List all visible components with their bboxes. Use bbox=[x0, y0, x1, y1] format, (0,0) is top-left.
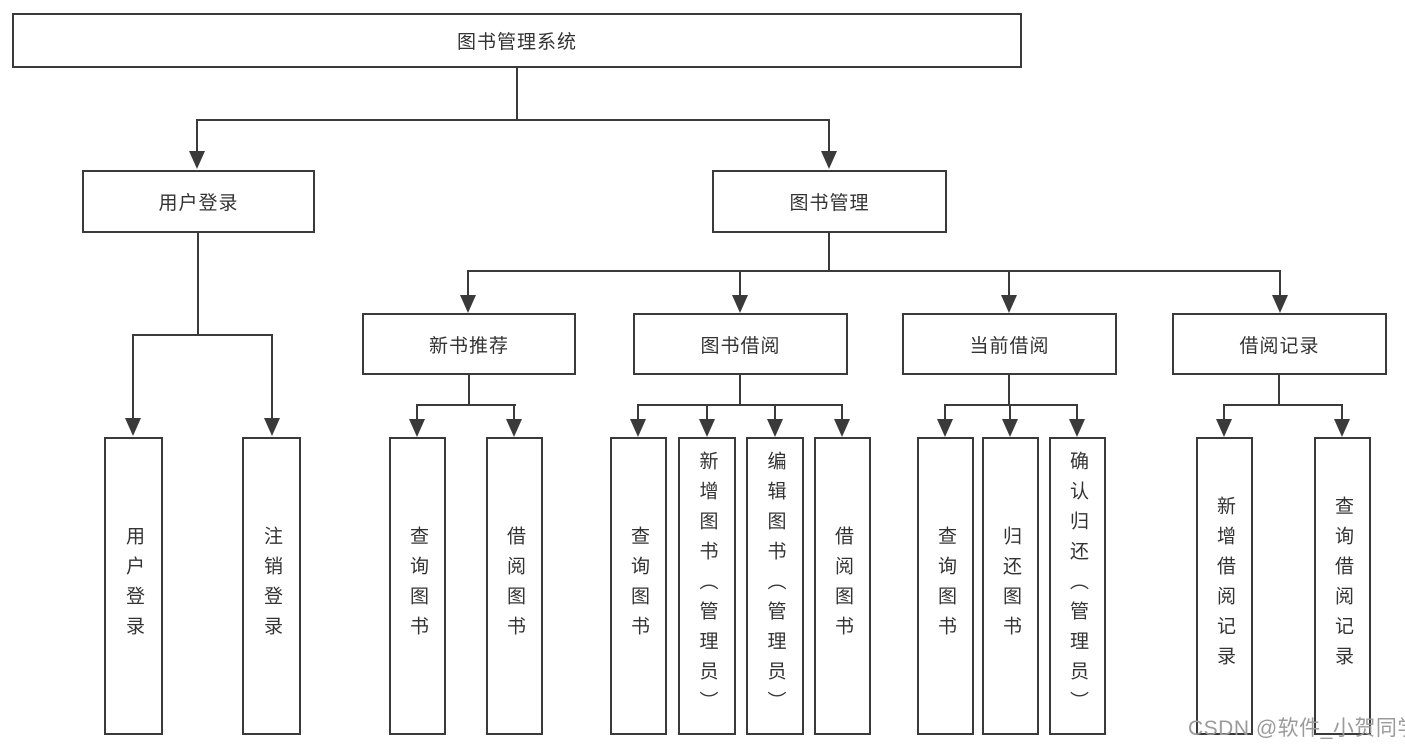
arrowhead-leaf bbox=[699, 419, 715, 437]
arrowhead-book-borrow bbox=[732, 295, 748, 313]
connector-book-management-stem bbox=[828, 233, 830, 272]
connector-leaf-line bbox=[944, 404, 946, 420]
node-user-login: 用户登录 bbox=[82, 170, 315, 233]
connector-to-current-borrow bbox=[1008, 270, 1010, 297]
leaf-add-borrow-record: 新增借阅记录 bbox=[1196, 437, 1253, 735]
leaf-user-login: 用户登录 bbox=[104, 437, 163, 735]
connector-root-to-book-management bbox=[828, 119, 830, 153]
leaf-borrow-books-recommend: 借阅图书 bbox=[486, 437, 543, 735]
arrowhead-leaf bbox=[409, 419, 425, 437]
node-root-label: 图书管理系统 bbox=[456, 32, 577, 53]
leaf-borrow-books-label: 借阅图书 bbox=[832, 526, 853, 646]
node-book-borrow-label: 图书借阅 bbox=[700, 335, 781, 357]
connector-borrow-record-splitter bbox=[1223, 404, 1343, 406]
connector-to-borrow-record bbox=[1279, 270, 1281, 297]
connector-user-login-stem bbox=[197, 233, 199, 335]
connector-leaf-line bbox=[1341, 404, 1343, 420]
connector-to-leaf-logout bbox=[271, 334, 273, 420]
connector-leaf-line bbox=[513, 404, 515, 420]
connector-new-book-recommend-splitter bbox=[416, 404, 516, 406]
leaf-query-books-current-label: 查询图书 bbox=[935, 526, 956, 646]
connector-current-borrow-stem bbox=[1008, 375, 1010, 406]
arrowhead-leaf bbox=[1002, 419, 1018, 437]
leaf-query-books-recommend: 查询图书 bbox=[389, 437, 446, 735]
arrowhead-leaf bbox=[834, 419, 850, 437]
connector-root-stem bbox=[516, 68, 518, 120]
leaf-borrow-books: 借阅图书 bbox=[814, 437, 871, 735]
connector-book-management-splitter bbox=[467, 270, 1281, 272]
node-new-book-recommend: 新书推荐 bbox=[362, 313, 576, 375]
connector-to-leaf-login bbox=[132, 334, 134, 420]
connector-root-to-user-login bbox=[196, 119, 198, 153]
arrowhead-leaf bbox=[767, 419, 783, 437]
leaf-logout-label: 注销登录 bbox=[261, 526, 282, 646]
arrowhead-leaf bbox=[1069, 419, 1085, 437]
arrowhead-current-borrow bbox=[1001, 295, 1017, 313]
connector-leaf-line bbox=[706, 404, 708, 420]
connector-leaf-line bbox=[1076, 404, 1078, 420]
connector-user-login-splitter bbox=[132, 334, 272, 336]
connector-to-book-borrow bbox=[739, 270, 741, 297]
leaf-query-books-recommend-label: 查询图书 bbox=[407, 526, 428, 646]
leaf-query-borrow-record-label: 查询借阅记录 bbox=[1332, 496, 1353, 676]
connector-leaf-line bbox=[637, 404, 639, 420]
connector-new-book-recommend-stem bbox=[468, 375, 470, 406]
arrowhead-leaf bbox=[506, 419, 522, 437]
connector-leaf-line bbox=[1009, 404, 1011, 420]
arrowhead-leaf bbox=[937, 419, 953, 437]
leaf-edit-books-admin-label: 编辑图书（管理员） bbox=[764, 451, 786, 721]
leaf-query-borrow-record: 查询借阅记录 bbox=[1314, 437, 1371, 735]
node-user-login-label: 用户登录 bbox=[158, 193, 239, 214]
connector-book-borrow-splitter bbox=[637, 404, 843, 406]
leaf-return-books-label: 归还图书 bbox=[1000, 526, 1021, 646]
node-current-borrow: 当前借阅 bbox=[902, 313, 1117, 375]
leaf-logout: 注销登录 bbox=[242, 437, 301, 735]
connector-root-splitter bbox=[196, 119, 830, 121]
node-new-book-recommend-label: 新书推荐 bbox=[428, 335, 509, 357]
leaf-query-books-current: 查询图书 bbox=[917, 437, 974, 735]
connector-book-borrow-stem bbox=[739, 375, 741, 406]
node-borrow-record-label: 借阅记录 bbox=[1239, 335, 1320, 357]
leaf-add-books-admin: 新增图书（管理员） bbox=[678, 437, 736, 735]
leaf-confirm-return-admin: 确认归还（管理员） bbox=[1049, 437, 1106, 735]
node-borrow-record: 借阅记录 bbox=[1172, 313, 1387, 375]
connector-leaf-line bbox=[774, 404, 776, 420]
node-book-management-label: 图书管理 bbox=[789, 193, 870, 214]
arrowhead-book-management bbox=[821, 151, 837, 169]
leaf-edit-books-admin: 编辑图书（管理员） bbox=[746, 437, 804, 735]
connector-leaf-line bbox=[841, 404, 843, 420]
connector-borrow-record-stem bbox=[1278, 375, 1280, 406]
node-current-borrow-label: 当前借阅 bbox=[969, 335, 1050, 357]
leaf-add-books-admin-label: 新增图书（管理员） bbox=[696, 451, 718, 721]
watermark: CSDN @软件_小贺同学 bbox=[1188, 717, 1405, 740]
leaf-add-borrow-record-label: 新增借阅记录 bbox=[1214, 496, 1235, 676]
node-book-management: 图书管理 bbox=[712, 170, 947, 233]
arrowhead-leaf bbox=[1216, 419, 1232, 437]
leaf-return-books: 归还图书 bbox=[982, 437, 1039, 735]
arrowhead-borrow-record bbox=[1272, 295, 1288, 313]
arrowhead-new-book-recommend bbox=[460, 295, 476, 313]
leaf-query-books-borrow-label: 查询图书 bbox=[628, 526, 649, 646]
node-root: 图书管理系统 bbox=[12, 13, 1022, 68]
connector-current-borrow-splitter bbox=[944, 404, 1078, 406]
leaf-user-login-label: 用户登录 bbox=[123, 526, 144, 646]
arrowhead-leaf-logout bbox=[264, 418, 280, 436]
leaf-borrow-books-recommend-label: 借阅图书 bbox=[504, 526, 525, 646]
node-book-borrow: 图书借阅 bbox=[633, 313, 848, 375]
connector-to-new-book-recommend bbox=[467, 270, 469, 297]
arrowhead-leaf bbox=[630, 419, 646, 437]
connector-leaf-line bbox=[416, 404, 418, 420]
leaf-query-books-borrow: 查询图书 bbox=[610, 437, 667, 735]
arrowhead-leaf-login bbox=[125, 418, 141, 436]
arrowhead-user-login bbox=[189, 151, 205, 169]
arrowhead-leaf bbox=[1334, 419, 1350, 437]
leaf-confirm-return-admin-label: 确认归还（管理员） bbox=[1067, 451, 1088, 721]
connector-leaf-line bbox=[1223, 404, 1225, 420]
